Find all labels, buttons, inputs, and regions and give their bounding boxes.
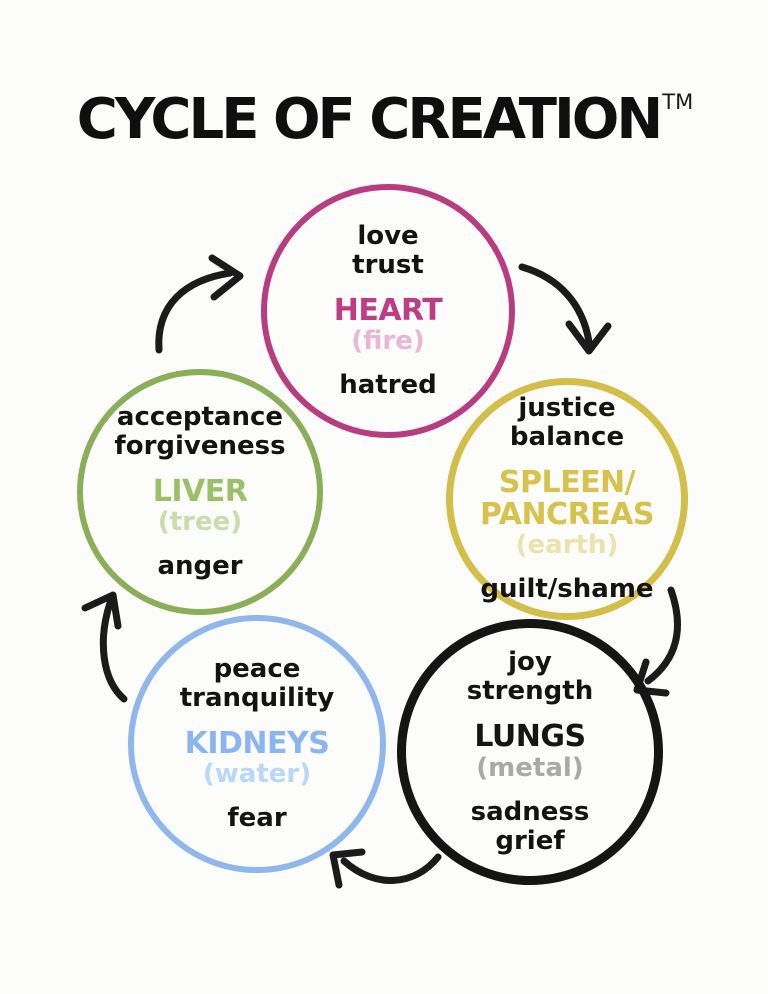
arrow-liver-to-heart [155,254,244,354]
node-spleen-pancreas: justice balance SPLEEN/ PANCREAS (earth)… [446,378,688,620]
kidneys-emotions-label: fear [227,803,287,834]
kidneys-organ-label: KIDNEYS [184,725,330,761]
lungs-emotions-label: sadness grief [470,796,590,856]
lungs-virtues-label: joy strength [466,646,594,707]
lungs-element-label: (metal) [476,752,584,783]
page-title: CYCLE OF CREATIONTM [0,87,768,152]
heart-virtues-label: love trust [352,220,424,280]
liver-element-label: (tree) [157,507,243,538]
spleen-pancreas-virtues-label: justice balance [509,392,625,452]
node-kidneys: peace tranquility KIDNEYS (water) fear [128,615,386,873]
arrow-spleen-pancreas-to-lungs [633,586,681,697]
heart-emotions-label: hatred [339,370,437,401]
kidneys-element-label: (water) [202,759,312,790]
spleen-pancreas-emotions-label: guilt/shame [480,574,654,605]
liver-organ-label: LIVER [152,473,248,509]
spleen-pancreas-element-label: (earth) [515,530,619,560]
arrow-kidneys-to-liver [81,591,128,703]
lungs-organ-label: LUNGS [474,719,586,755]
trademark-mark: TM [662,90,694,114]
title-text: CYCLE OF CREATION [76,87,664,152]
heart-organ-label: HEART [333,292,443,328]
liver-emotions-label: anger [157,551,243,582]
node-liver: acceptance forgiveness LIVER (tree) ange… [77,369,323,615]
spleen-pancreas-organ-label: SPLEEN/ PANCREAS [480,465,655,532]
kidneys-virtues-label: peace tranquility [179,653,335,713]
node-heart: love trust HEART (fire) hatred [261,184,515,438]
arrow-lungs-to-kidneys [329,848,442,889]
node-lungs: joy strength LUNGS (metal) sadness grief [397,619,663,885]
arrow-heart-to-spleen-pancreas [518,263,612,355]
liver-virtues-label: acceptance forgiveness [114,401,286,461]
heart-element-label: (fire) [351,326,425,357]
